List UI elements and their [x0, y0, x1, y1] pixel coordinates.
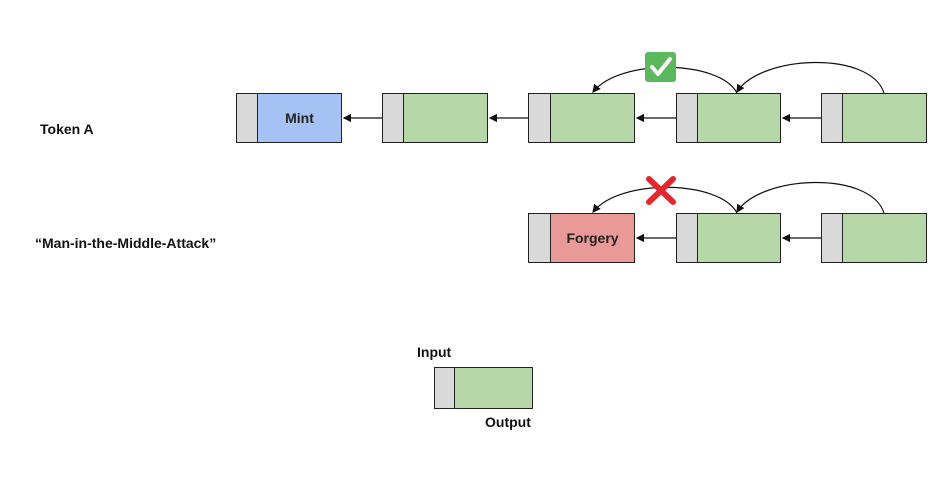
block-input	[677, 94, 698, 142]
legend-output-part	[455, 368, 532, 408]
block-transfer-2	[528, 93, 635, 143]
block-input	[529, 214, 551, 262]
arrow-curve	[592, 186, 738, 214]
block-transfer-4	[821, 93, 927, 143]
legend-block	[434, 367, 533, 409]
block-body: Mint	[258, 94, 341, 142]
block-body	[843, 214, 926, 262]
legend-output-label: Output	[485, 414, 531, 430]
arrow-curve	[736, 181, 885, 214]
check-mark-icon	[645, 52, 676, 82]
block-body	[698, 94, 780, 142]
block-body	[843, 94, 926, 142]
block-input	[237, 94, 258, 142]
block-mitm-transfer-1	[676, 213, 781, 263]
block-body	[404, 94, 487, 142]
legend-input-label: Input	[417, 344, 452, 360]
legend-input-part	[435, 368, 455, 408]
cross-mark-icon	[646, 176, 676, 205]
block-body	[698, 214, 780, 262]
block-input	[822, 214, 843, 262]
token-a-label: Token A	[40, 121, 94, 137]
block-transfer-1	[382, 93, 488, 143]
block-body	[551, 94, 634, 142]
block-input	[383, 94, 404, 142]
arrow-curve	[736, 61, 885, 94]
block-mint: Mint	[236, 93, 342, 143]
block-forgery: Forgery	[528, 213, 635, 263]
block-transfer-3	[676, 93, 781, 143]
block-input	[677, 214, 698, 262]
block-input	[529, 94, 551, 142]
block-input	[822, 94, 843, 142]
block-mitm-transfer-2	[821, 213, 927, 263]
block-body: Forgery	[551, 214, 634, 262]
mitm-label: “Man-in-the-Middle-Attack”	[35, 235, 217, 251]
